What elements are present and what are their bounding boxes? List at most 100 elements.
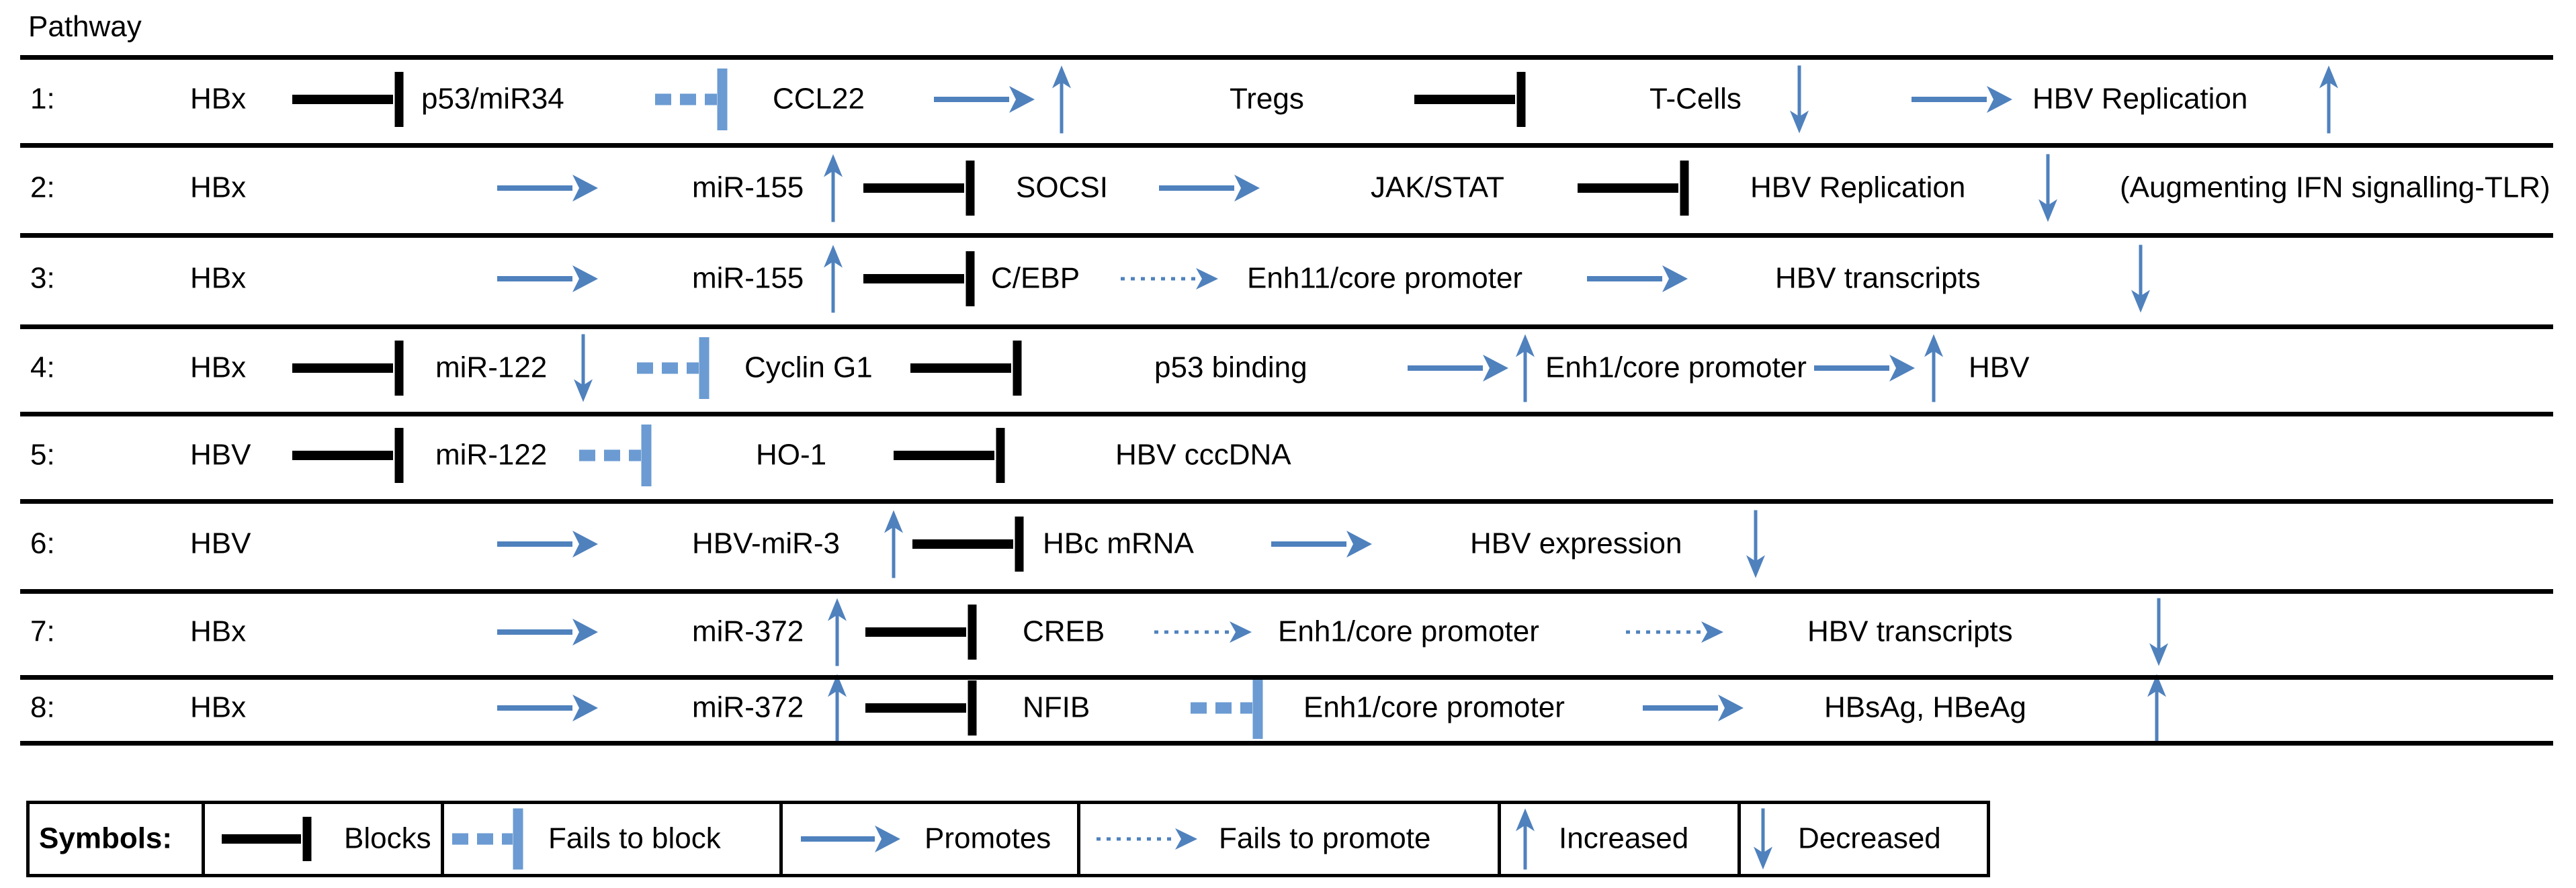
row-divider-line xyxy=(20,412,2553,416)
decreased-connector xyxy=(2147,597,2171,668)
row-divider-line xyxy=(20,589,2553,594)
increased-arrow-icon xyxy=(1924,334,1943,402)
pathway-node: HBx xyxy=(190,615,246,650)
decreased-connector xyxy=(2129,244,2153,314)
blocks-connector xyxy=(1414,70,1531,129)
node-label: HBV-miR-3 xyxy=(692,527,841,560)
promotes-connector xyxy=(497,693,598,723)
node-label: NFIB xyxy=(1023,691,1090,724)
blocks-icon xyxy=(292,428,404,483)
pathway-node: HBV xyxy=(1969,351,2029,386)
pathway-node: HBx xyxy=(190,82,246,116)
blocks-connector xyxy=(292,70,409,129)
node-label: p53/miR34 xyxy=(421,82,564,116)
legend-item-label-text: Fails to block xyxy=(548,822,721,855)
legend-item-label: Fails to promote xyxy=(1219,822,1430,856)
legend-divider-line xyxy=(1737,804,1741,874)
node-label: Enh1/core promoter xyxy=(1303,691,1565,724)
pathway-node: HBV-miR-3 xyxy=(692,527,840,562)
blocks-connector xyxy=(912,515,1029,574)
node-label: HBV Replication xyxy=(1750,171,1966,204)
node-label: HBV expression xyxy=(1470,527,1682,560)
pathway-number-label: 4: xyxy=(30,351,55,384)
promotes-connector xyxy=(1587,263,1688,294)
pathway-number: 6: xyxy=(30,527,55,562)
node-label: HBc mRNA xyxy=(1043,527,1194,560)
fails-to-promote-connector xyxy=(1626,619,1723,646)
legend-divider-line xyxy=(441,804,444,874)
fails-to-promote-arrow-icon xyxy=(1626,621,1723,643)
increased-arrow-icon xyxy=(828,598,847,666)
fails-to-promote-connector xyxy=(1121,265,1218,292)
decreased-connector xyxy=(1744,509,1768,580)
node-label: HBx xyxy=(190,261,247,295)
blocks-connector xyxy=(863,159,980,218)
promotes-arrow-icon xyxy=(1814,355,1915,382)
pathway-node: HBV Replication xyxy=(2032,82,2247,116)
decreased-arrow-icon xyxy=(574,334,593,402)
node-label: Cyclin G1 xyxy=(744,351,873,384)
fails-to-block-connector xyxy=(637,336,714,400)
increased-connector xyxy=(1922,333,1946,404)
node-label: miR-122 xyxy=(435,351,548,384)
pathway-number: 7: xyxy=(30,615,55,650)
pathway-node: HBc mRNA xyxy=(1043,527,1194,562)
increased-arrow-icon xyxy=(824,245,843,313)
pathway-node: JAK/STAT xyxy=(1371,171,1504,206)
legend-item-label-text: Decreased xyxy=(1798,822,1941,855)
promotes-connector xyxy=(1159,173,1260,204)
pathway-node: HBV transcripts xyxy=(1807,615,2013,650)
blocks-icon xyxy=(912,517,1024,572)
node-label: miR-372 xyxy=(692,691,804,724)
promotes-arrow-icon xyxy=(497,531,598,558)
increased-connector xyxy=(821,153,845,224)
fails-to-block-icon xyxy=(1191,677,1263,739)
increased-arrow-icon xyxy=(2147,674,2166,742)
pathway-node: p53 binding xyxy=(1154,351,1307,386)
row-divider-line xyxy=(20,741,2553,746)
pathway-node: NFIB xyxy=(1023,691,1090,725)
pathway-node: Enh1/core promoter xyxy=(1303,691,1565,725)
pathway-node: SOCSI xyxy=(1016,171,1108,206)
pathway-number: 4: xyxy=(30,351,55,386)
pathway-node: Enh11/core promoter xyxy=(1247,262,1522,296)
legend-item-label: Fails to block xyxy=(548,822,721,856)
blocks-icon xyxy=(865,680,977,736)
page-title: Pathway xyxy=(28,10,142,43)
pathway-node: HBV xyxy=(190,527,251,562)
promotes-arrow-icon xyxy=(934,85,1035,113)
node-label: HBV Replication xyxy=(2032,82,2248,116)
increased-arrow-icon xyxy=(1052,65,1071,133)
promotes-arrow-icon xyxy=(497,619,598,646)
pathway-number-label: 1: xyxy=(30,82,55,116)
node-label: HBx xyxy=(190,171,247,204)
promotes-connector xyxy=(1408,353,1508,384)
increased-connector xyxy=(825,673,849,744)
pathway-node: Cyclin G1 xyxy=(744,351,873,386)
node-label: HBV transcripts xyxy=(1775,261,1981,295)
increased-arrow-icon xyxy=(828,674,847,742)
legend-symbol-fails-to-promote xyxy=(1097,826,1197,852)
node-label: JAK/STAT xyxy=(1371,171,1504,204)
pathway-node: miR-122 xyxy=(435,439,547,473)
blocks-connector xyxy=(865,603,982,662)
node-label: p53 binding xyxy=(1154,351,1307,384)
pathway-number-label: 2: xyxy=(30,171,55,204)
node-label: T-Cells xyxy=(1649,82,1742,116)
pathway-number-label: 6: xyxy=(30,527,55,560)
fails-to-block-connector xyxy=(579,423,656,488)
fails-to-promote-connector xyxy=(1154,619,1252,646)
pathway-node: HO-1 xyxy=(756,439,826,473)
promotes-connector xyxy=(497,529,598,560)
pathway-node: C/EBP xyxy=(991,262,1080,296)
fails-to-promote-arrow-icon xyxy=(1154,621,1252,643)
decreased-arrow-icon xyxy=(1754,808,1772,870)
fails-to-block-icon xyxy=(655,68,728,130)
fails-to-promote-arrow-icon xyxy=(1097,828,1197,850)
node-label: Enh1/core promoter xyxy=(1278,615,1539,648)
